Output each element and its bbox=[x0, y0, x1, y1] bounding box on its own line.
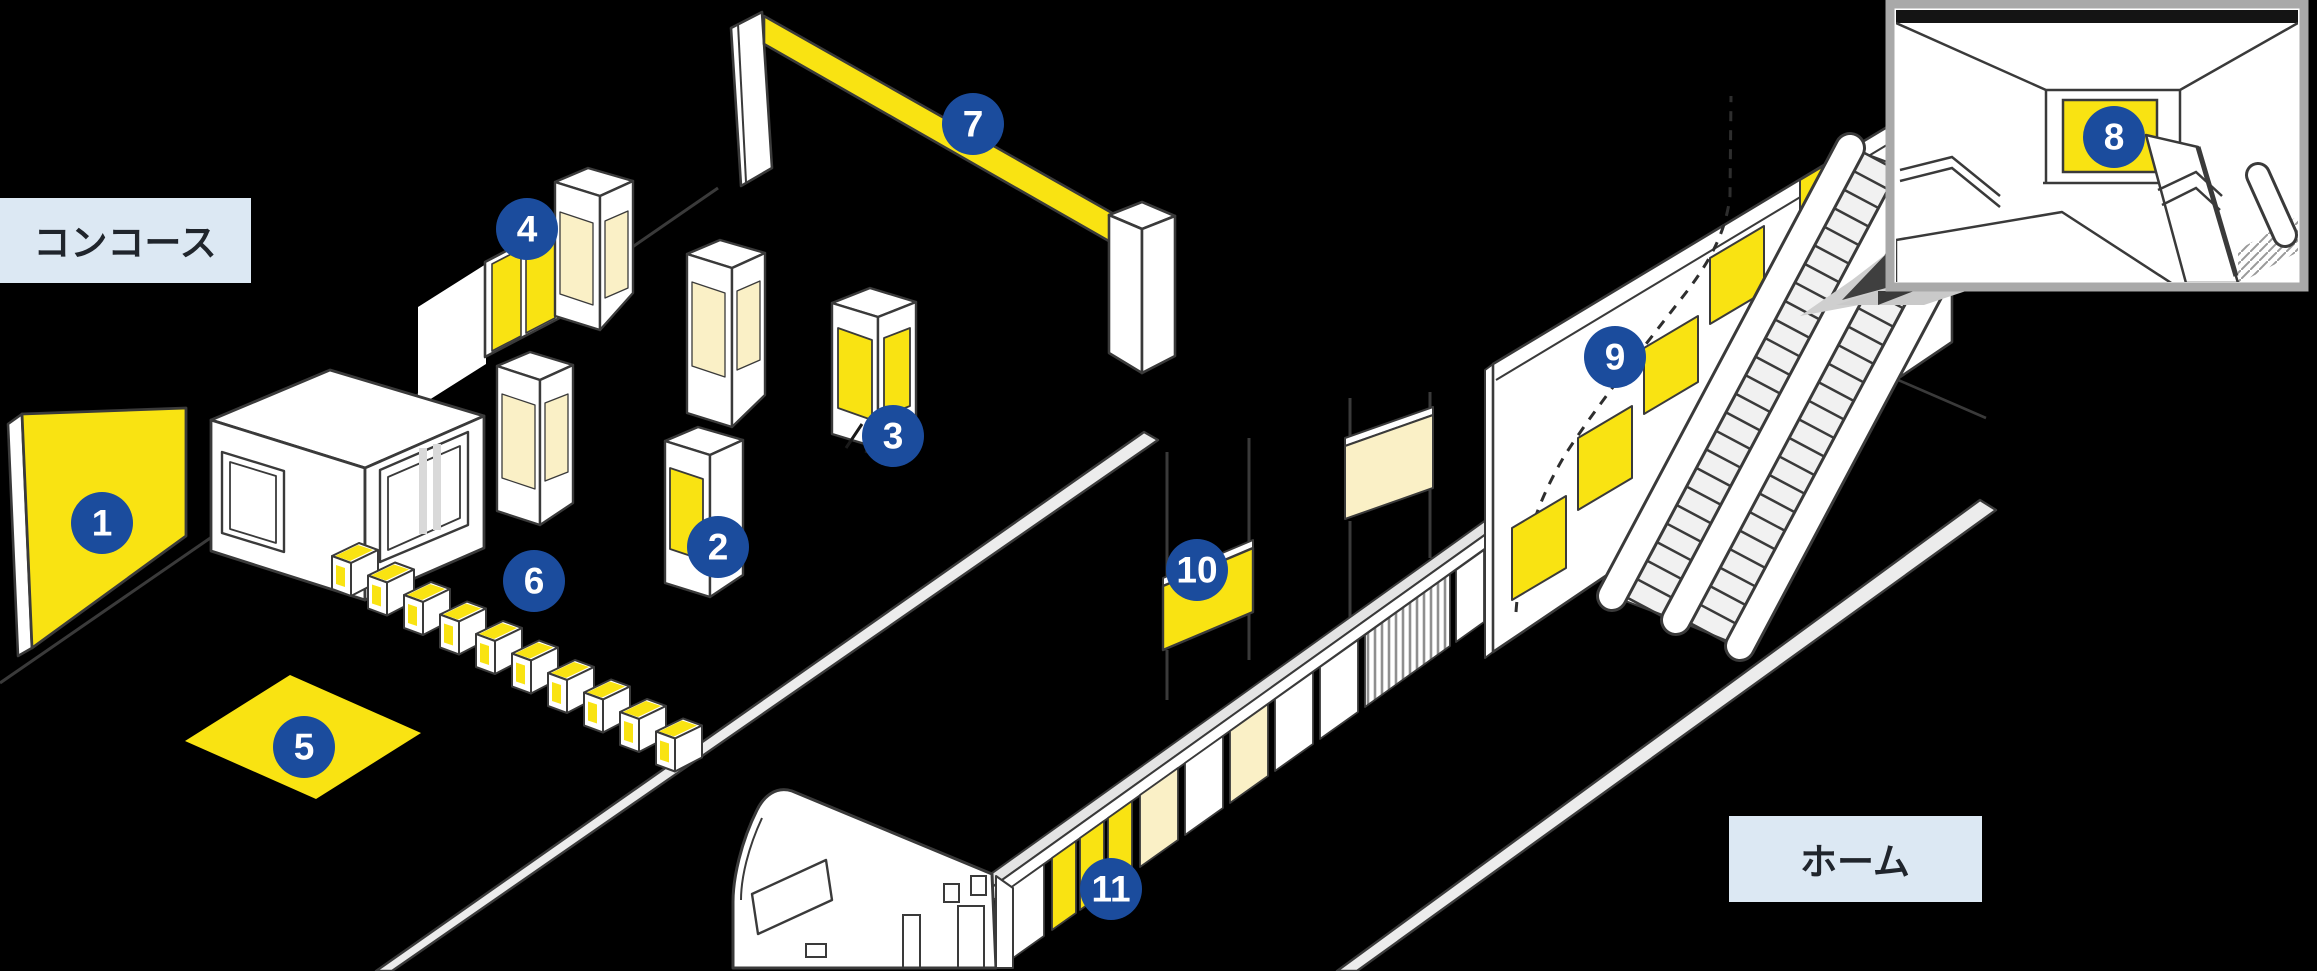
ad-pillar bbox=[685, 238, 767, 429]
marker-1: 1 bbox=[71, 492, 133, 554]
svg-text:9: 9 bbox=[1605, 337, 1626, 378]
svg-text:11: 11 bbox=[1091, 869, 1130, 910]
svg-text:1: 1 bbox=[92, 503, 113, 544]
svg-text:8: 8 bbox=[2104, 117, 2125, 158]
marker-4: 4 bbox=[496, 198, 558, 260]
in-car-handrail-icon bbox=[1899, 155, 2001, 208]
svg-text:7: 7 bbox=[963, 104, 984, 145]
svg-text:3: 3 bbox=[883, 416, 904, 457]
concourse-edge-band bbox=[374, 430, 1160, 971]
svg-text:ホーム: ホーム bbox=[1800, 842, 1910, 883]
hanging-signboard-2 bbox=[1344, 392, 1434, 640]
ad-pillar bbox=[553, 166, 635, 332]
marker-5: 5 bbox=[273, 716, 335, 778]
marker-11: 11 bbox=[1080, 858, 1142, 920]
svg-text:2: 2 bbox=[708, 527, 729, 568]
marker-10: 10 bbox=[1166, 539, 1228, 601]
marker-8: 8 bbox=[2083, 106, 2145, 168]
concourse-label: コンコース bbox=[0, 198, 251, 283]
marker-9: 9 bbox=[1584, 326, 1646, 388]
svg-text:4: 4 bbox=[517, 209, 538, 250]
marker-3: 3 bbox=[862, 405, 924, 467]
svg-text:5: 5 bbox=[294, 727, 315, 768]
platform-label: ホーム bbox=[1729, 816, 1982, 902]
platform-fence bbox=[987, 519, 1487, 964]
train bbox=[731, 788, 1014, 970]
marker-6: 6 bbox=[503, 550, 565, 612]
svg-text:コンコース: コンコース bbox=[33, 223, 216, 264]
svg-text:6: 6 bbox=[524, 561, 545, 602]
fence-ad-panels bbox=[1051, 800, 1133, 931]
platform-edge-band bbox=[1335, 498, 1998, 971]
overhead-banner bbox=[729, 10, 1177, 375]
marker-7: 7 bbox=[942, 93, 1004, 155]
svg-text:10: 10 bbox=[1176, 550, 1217, 591]
marker-2: 2 bbox=[687, 516, 749, 578]
ad-pillar bbox=[495, 350, 575, 527]
